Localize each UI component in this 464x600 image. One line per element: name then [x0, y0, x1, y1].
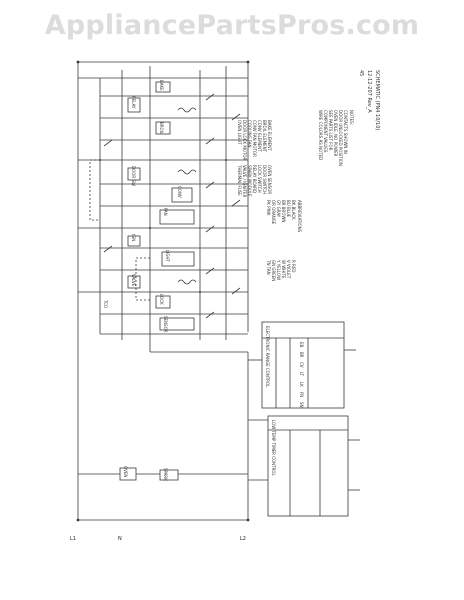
- legend-line: SPARK MODULE: [247, 165, 252, 197]
- legend-line: OVEN LIGHT: [237, 120, 242, 145]
- abbrev-line: V VIOLET: [286, 260, 291, 279]
- terminal-l1-label: L1: [70, 536, 76, 542]
- notes-line: CONTACTS SHOWN IN: [343, 110, 348, 154]
- title-line-3: 45: [358, 70, 364, 76]
- legend-line: LOCK SWITCH: [257, 165, 262, 193]
- abbreviations-header: ABBREVIATIONS: [297, 200, 302, 233]
- component-label: BROIL: [159, 122, 164, 135]
- abbrev-line: PK PINK: [266, 200, 271, 216]
- control-row: LK: [299, 382, 304, 387]
- abbrev-line: BR BROWN: [281, 200, 286, 222]
- terminal-n-label: N: [118, 536, 122, 542]
- abbrev-line: R RED: [291, 260, 296, 272]
- legend-line: BROIL ELEMENT: [262, 120, 267, 153]
- legend-line: RELAY BOARD: [252, 165, 257, 193]
- watermark-logo: AppliancePartsPros.com: [44, 10, 420, 41]
- component-label: TCO: [103, 299, 108, 308]
- control-row: FN: [299, 392, 304, 397]
- legend-line: DOOR LOCK MOTOR: [242, 120, 247, 161]
- title-line-2: 12-12-207 Rev_A: [366, 70, 372, 113]
- abbrev-line: BU BLUE: [286, 200, 291, 218]
- legend-line: BAKE ELEMENT: [267, 120, 272, 151]
- component-label: DOOR SW: [131, 166, 136, 186]
- control-row: CV: [299, 362, 304, 368]
- component-label: BAKE: [159, 80, 164, 91]
- notes-line: DOOR UNLOCKED POSITION: [338, 110, 343, 166]
- legend-line: COOLING FAN: [247, 120, 252, 148]
- abbrev-line: GN GREEN: [271, 260, 276, 281]
- terminal-l2-label: L2: [240, 536, 246, 542]
- abbrev-line: BK BLACK: [291, 200, 296, 220]
- component-label: OVEN: [123, 466, 128, 477]
- component-label: VALVE: [131, 274, 136, 287]
- legend-line: CONV ELEMENT: [257, 120, 262, 152]
- abbrev-line: GY GRAY: [276, 200, 281, 218]
- title-line-1: SCHEMATIC (PN4 10/10): [374, 70, 380, 130]
- notes-line: SEE PARTS LIST FOR: [328, 110, 333, 151]
- abbrev-line: TN TAN: [266, 259, 271, 275]
- notes-line: COMPONENT VALUES: [323, 110, 328, 153]
- legend-line: VALVE / IGNITER: [242, 165, 247, 198]
- legend-line: OVEN SENSOR: [267, 165, 272, 194]
- legend-line: THERMAL FUSE: [237, 164, 242, 196]
- component-label: LOCK: [159, 294, 164, 305]
- component-label: FAN: [163, 208, 168, 216]
- control-row: BR: [299, 352, 304, 358]
- notes-header: NOTES:: [349, 110, 354, 125]
- component-label: CONV: [177, 186, 182, 198]
- abbrev-line: Y YELLOW: [276, 259, 281, 280]
- control-row: LT: [299, 372, 304, 377]
- notes-line: WIRE COLORS AS NOTED: [318, 110, 323, 160]
- component-label: RELAY: [131, 96, 136, 109]
- control-row: SN: [299, 402, 304, 408]
- abbrev-line: OR ORANGE: [271, 200, 276, 225]
- timer-control-label: LOW TEMP TIMER CONTROL: [271, 420, 276, 477]
- abbrev-line: W WHITE: [281, 260, 286, 279]
- component-label: SPARK: [163, 468, 168, 481]
- component-label: LIGHT: [165, 250, 170, 263]
- component-label: SENSOR: [163, 316, 168, 333]
- control-row: EB: [299, 342, 304, 348]
- control-board-label: ELECTRONIC RANGE CONTROL: [265, 326, 270, 388]
- notes-line: OVEN IDLE, NO POWER: [333, 110, 338, 157]
- legend-line: DOOR SWITCH: [262, 165, 267, 194]
- legend-line: CONV FAN MOTOR: [252, 120, 257, 157]
- component-label: IGN: [131, 234, 136, 241]
